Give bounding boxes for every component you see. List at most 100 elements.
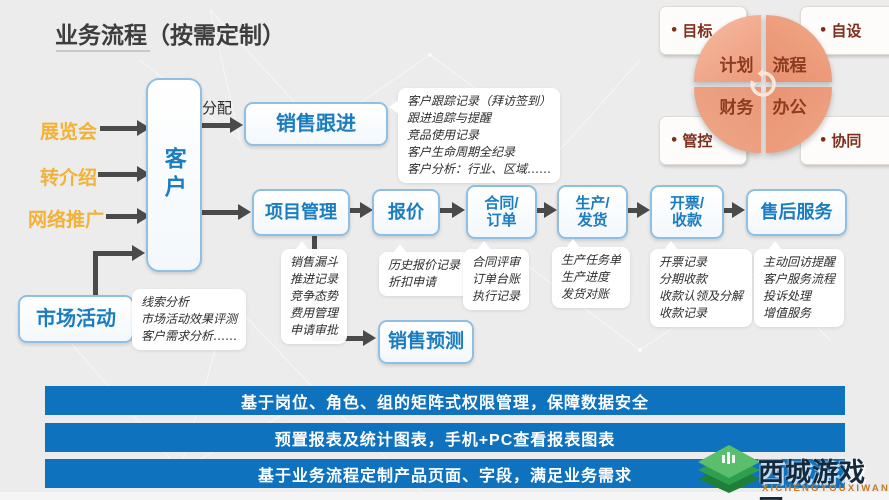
- bullet-icon: •: [670, 133, 679, 148]
- arrow-project-to-quote: [348, 208, 362, 213]
- lead-source-exhibition: 展览会: [40, 122, 98, 143]
- arrow-customer-to-followup: [198, 123, 232, 128]
- note-line: 开票记录: [659, 255, 708, 269]
- note-line: 合同评审: [472, 255, 521, 269]
- process-box-production-shipping: 生产/ 发货: [557, 185, 628, 239]
- sales-forecast-label: 销售预测: [387, 331, 464, 353]
- note-line: 市场活动效果评测: [141, 312, 238, 327]
- customer-label: 客户: [161, 147, 187, 203]
- note-line: 历史报价记录: [388, 258, 461, 272]
- banner-text: 基于岗位、角色、组的矩阵式权限管理，保障数据安全: [240, 394, 649, 412]
- watermark-logo-icon: [698, 445, 760, 493]
- bullet-icon: •: [819, 133, 828, 148]
- arrowhead-invoice: [637, 202, 650, 218]
- arrowhead-contract: [452, 202, 465, 218]
- arrow-invoice-to-service: [721, 208, 734, 213]
- process-box-invoice-collection: 开票/ 收款: [650, 185, 724, 239]
- process-box-project-management: 项目管理: [252, 189, 350, 236]
- note-line: 跟进追踪与提醒: [407, 111, 492, 126]
- note-line: 竞争态势: [290, 289, 339, 304]
- market-activity-box: 市场活动: [18, 295, 134, 343]
- customer-box: 客户: [146, 78, 202, 272]
- sales-followup-box: 销售跟进: [244, 102, 388, 146]
- sales-followup-label: 销售跟进: [276, 112, 356, 135]
- note-line: 折扣申请: [388, 275, 437, 290]
- project-management-notes: 销售漏斗 推进记录 竞争态势 费用管理 申请审批: [281, 240, 348, 345]
- note-line: 主动回访提醒: [763, 255, 836, 269]
- market-activity-notes: 线索分析 市场活动效果评测 客户需求分析……: [132, 289, 247, 351]
- note-line: 生产进度: [561, 270, 610, 285]
- note-line: 客户服务流程: [763, 272, 836, 287]
- note-line: 收款认领及分解: [659, 289, 744, 304]
- banner-permissions: 基于岗位、角色、组的矩阵式权限管理，保障数据安全: [45, 386, 845, 415]
- after-sales-notes: 主动回访提醒 客户服务流程 投诉处理 增值服务: [754, 240, 845, 328]
- banner-text: 基于业务流程定制产品页面、字段，满足业务需求: [257, 467, 632, 485]
- arrow-exhibition-to-customer: [100, 126, 138, 131]
- process-box-quote: 报价: [372, 189, 440, 236]
- process-label: 售后服务: [760, 202, 833, 223]
- note-line: 增值服务: [763, 306, 812, 321]
- note-line: 销售漏斗: [290, 255, 339, 269]
- note-line: 投诉处理: [763, 289, 812, 304]
- arrowhead-project: [238, 204, 251, 220]
- arrow-referral-to-customer: [98, 172, 138, 177]
- arrow-promo-to-customer: [106, 214, 138, 219]
- note-line: 推进记录: [290, 272, 339, 287]
- note-line: 分期收款: [659, 272, 708, 287]
- arrow-market-vertical: [93, 251, 98, 295]
- quadrant-label: 计划: [719, 55, 754, 76]
- note-line: 竞品使用记录: [407, 128, 480, 143]
- arrow-contract-to-production: [534, 208, 546, 213]
- sync-arrows-icon: [748, 69, 778, 99]
- quote-notes: 历史报价记录 折扣申请: [379, 243, 470, 297]
- note-line: 申请审批: [290, 323, 339, 338]
- note-line: 客户生命周期全纪录: [407, 145, 516, 160]
- corner-label: 自设: [831, 22, 862, 40]
- watermark-site-name-latin: XICHENGYOUXIWANG: [762, 483, 889, 494]
- process-box-contract-order: 合同/ 订单: [466, 185, 537, 239]
- banner-reports: 预置报表及统计图表，手机+PC查看报表图表: [45, 423, 845, 452]
- arrow-customer-to-project: [198, 210, 240, 215]
- arrowhead-quote: [360, 202, 373, 218]
- contract-notes: 合同评审 订单台账 执行记录: [463, 240, 530, 311]
- note-line: 线索分析: [141, 295, 190, 309]
- invoice-notes: 开票记录 分期收款 收款认领及分解 收款记录: [650, 240, 753, 328]
- watermark-site-name: 西城游戏网: [758, 457, 867, 500]
- corner-label: 管控: [682, 132, 713, 150]
- quadrant-label: 办公: [772, 97, 807, 118]
- note-line: 费用管理: [290, 306, 339, 321]
- note-line: 订单台账: [472, 272, 521, 287]
- title-underline: [56, 50, 150, 52]
- note-line: 执行记录: [472, 289, 521, 304]
- arrowhead-service: [732, 202, 745, 218]
- banner-text: 预置报表及统计图表，手机+PC查看报表图表: [274, 431, 616, 449]
- market-activity-label: 市场活动: [36, 307, 116, 330]
- note-line: 生产任务单: [561, 253, 622, 267]
- arrow-quote-to-contract: [438, 208, 454, 213]
- lead-source-referral: 转介绍: [40, 168, 98, 189]
- assign-label: 分配: [202, 100, 233, 117]
- note-line: 发货对账: [561, 287, 610, 302]
- corner-label: 目标: [682, 22, 713, 40]
- process-label: 合同/ 订单: [484, 194, 519, 229]
- note-line: 客户分析：行业、区域……: [407, 162, 552, 177]
- arrowhead-market: [132, 245, 145, 261]
- bullet-icon: •: [670, 23, 679, 38]
- arrow-market-horizontal: [93, 251, 133, 256]
- arrow-production-to-invoice: [625, 208, 639, 213]
- arrowhead-followup: [230, 117, 243, 133]
- sales-forecast-box: 销售预测: [378, 320, 474, 364]
- note-line: 客户需求分析……: [141, 329, 238, 344]
- process-label: 报价: [388, 202, 424, 223]
- note-line: 收款记录: [659, 306, 708, 321]
- process-box-after-sales: 售后服务: [746, 189, 847, 236]
- note-line: 客户跟踪记录（拜访签到）: [407, 94, 552, 108]
- process-label: 项目管理: [265, 202, 337, 223]
- process-label: 开票/ 收款: [669, 194, 705, 229]
- quadrant-circle: 计划 流程 财务 办公: [694, 15, 832, 153]
- lead-source-online-promo: 网络推广: [28, 210, 105, 231]
- production-notes: 生产任务单 生产进度 发货对账: [552, 238, 631, 309]
- corner-label: 协同: [831, 132, 862, 150]
- quadrant-label: 财务: [719, 97, 754, 118]
